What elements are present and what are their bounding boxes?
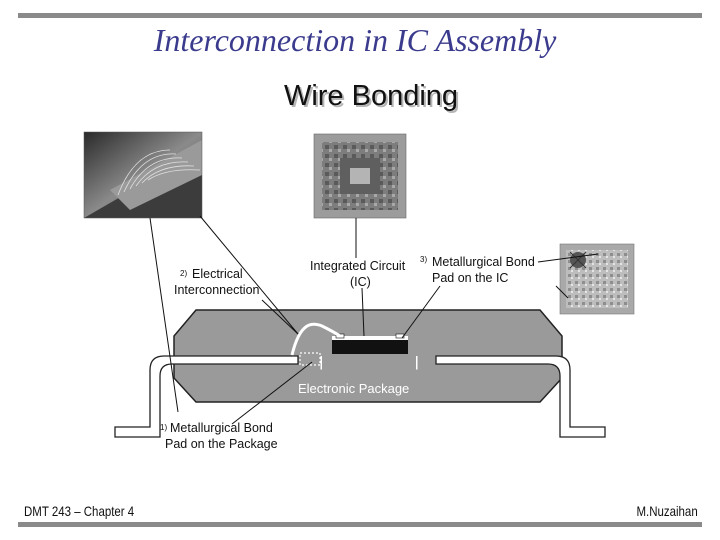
label-bond-ic-number: 3)	[420, 255, 427, 264]
bond-wire	[290, 322, 341, 356]
footer-course: DMT 243 – Chapter 4	[24, 503, 135, 519]
label-integrated-circuit-line1: Integrated Circuit	[310, 259, 406, 273]
photo-bond-pad-ic	[559, 243, 635, 315]
label-electrical-interconnection-number: 2)	[180, 269, 187, 278]
label-bond-ic-line1: Metallurgical Bond	[432, 255, 535, 269]
ic-die	[332, 333, 408, 354]
label-electronic-package: Electronic Package	[298, 381, 409, 396]
slide-title: Interconnection in IC Assembly	[153, 22, 557, 58]
photo-ic-die	[313, 133, 407, 219]
bottom-rule	[18, 522, 702, 527]
label-electrical-interconnection-line2: Interconnection	[174, 283, 260, 297]
photo-wire-bonded-chip	[83, 131, 203, 219]
label-bond-package-number: 1)	[160, 423, 167, 432]
lead-frame	[114, 355, 606, 438]
slide-subtitle: Wire Bonding	[283, 80, 459, 112]
label-bond-package-line2: Pad on the Package	[165, 437, 278, 451]
label-integrated-circuit-line2: (IC)	[350, 275, 371, 289]
label-bond-ic-line2: Pad on the IC	[432, 271, 508, 285]
top-rule	[18, 13, 702, 18]
package-bond-pad	[299, 352, 321, 366]
label-bond-package-line1: Metallurgical Bond	[170, 421, 273, 435]
leader-lines	[149, 215, 599, 425]
label-electrical-interconnection-line1: Electrical	[192, 267, 243, 281]
footer-author: M.Nuzaihan	[636, 503, 698, 519]
